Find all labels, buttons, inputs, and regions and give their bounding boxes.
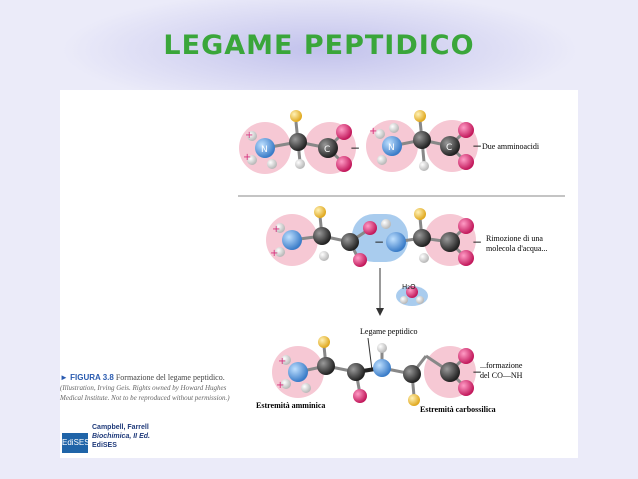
hydrogen-atom: [419, 161, 429, 171]
arrow-head-icon: [376, 308, 384, 316]
nitrogen-atom: [255, 138, 275, 158]
carbon-atom: [440, 232, 460, 252]
peptide-bond-pointer: [367, 337, 373, 371]
positive-charge: +: [278, 356, 286, 367]
hydrogen-atom: [267, 159, 277, 169]
oxygen-atom: [353, 253, 367, 267]
label-amino-end: Estremità amminica: [256, 401, 325, 410]
dipeptide: + + −: [272, 336, 482, 406]
hydrogen-atom: [301, 383, 311, 393]
carbon-atom: [413, 229, 431, 247]
hydrogen-atom: [381, 219, 391, 229]
hydrogen-atom: [416, 296, 424, 304]
oxygen-atom: [458, 154, 474, 170]
label-formation-line1: ...formazione: [480, 361, 523, 370]
hydrogen-atom: [375, 129, 385, 139]
amino-acid-1: N C + + −: [239, 110, 360, 174]
carbon-atom: [347, 363, 365, 381]
oxygen-atom: [458, 348, 474, 364]
nitrogen-symbol: N: [261, 145, 268, 155]
water-removal-step: + + − −: [266, 206, 482, 267]
water-molecule: H₂O: [396, 283, 428, 306]
carbon-atom: [341, 233, 359, 251]
water-label: H₂O: [402, 283, 416, 291]
label-peptide-bond: Legame peptidico: [360, 327, 418, 336]
label-removal-line1: Rimozione di una: [486, 234, 543, 243]
oxygen-atom: [458, 380, 474, 396]
hydrogen-atom: [295, 159, 305, 169]
nitrogen-symbol: N: [388, 143, 395, 153]
oxygen-atom: [458, 250, 474, 266]
oxygen-atom: [336, 124, 352, 140]
caption-credit: (Illustration, Irving Geis. Rights owned…: [60, 384, 230, 402]
label-formation-line2: del CO—NH: [480, 371, 523, 380]
oxygen-atom: [458, 218, 474, 234]
oxygen-atom: [458, 122, 474, 138]
negative-charge: −: [350, 141, 360, 155]
publisher-logo: EdiSES: [62, 433, 90, 453]
publisher-book: Biochimica, II Ed.: [92, 433, 150, 440]
hydrogen-atom: [281, 355, 291, 365]
label-carboxyl-end: Estremità carbossilica: [420, 405, 496, 414]
oxygen-atom: [406, 286, 418, 298]
oxygen-atom: [363, 221, 377, 235]
side-chain-atom: [414, 110, 426, 122]
hydrogen-atom: [275, 223, 285, 233]
figure-caption: ► FIGURA 3.8 Formazione del legame pepti…: [60, 373, 245, 403]
carbon-atom: [318, 138, 338, 158]
side-chain-atom: [318, 336, 330, 348]
nitrogen-atom: [288, 362, 308, 382]
carbon-atom: [440, 362, 460, 382]
figure-panel: N C + + − N C +: [60, 90, 578, 458]
positive-charge: +: [276, 380, 284, 391]
side-chain-atom: [290, 110, 302, 122]
positive-charge: +: [245, 130, 253, 141]
carbon-atom: [440, 136, 460, 156]
negative-charge: −: [374, 235, 384, 249]
hydrogen-atom: [377, 155, 387, 165]
carbon-atom: [313, 227, 331, 245]
negative-charge: −: [472, 139, 482, 153]
hydrogen-atom: [377, 343, 387, 353]
positive-charge: +: [243, 152, 251, 163]
amino-acid-2: N C + −: [366, 110, 482, 172]
figure-number: ► FIGURA 3.8: [60, 373, 114, 382]
side-chain-atom: [314, 206, 326, 218]
hydrogen-atom: [247, 131, 257, 141]
hydrogen-atom: [281, 379, 291, 389]
carbon-atom: [289, 133, 307, 151]
nitrogen-atom: [282, 230, 302, 250]
carbon-atom: [317, 357, 335, 375]
publisher-name: EdiSES: [92, 442, 117, 449]
carbon-symbol: C: [446, 143, 452, 153]
side-chain-atom: [408, 394, 420, 406]
publisher-authors: Campbell, Farrell: [92, 424, 149, 431]
label-removal-line2: molecola d'acqua...: [486, 244, 547, 253]
hydrogen-atom: [389, 123, 399, 133]
hydrogen-atom: [247, 155, 257, 165]
nitrogen-atom: [382, 136, 402, 156]
carbon-atom: [413, 131, 431, 149]
negative-charge: −: [472, 235, 482, 249]
negative-charge: −: [472, 365, 482, 379]
oxygen-atom: [353, 389, 367, 403]
oxygen-atom: [336, 156, 352, 172]
slide-title: LEGAME PEPTIDICO: [163, 30, 475, 61]
nitrogen-atom: [386, 232, 406, 252]
carbon-atom: [403, 365, 421, 383]
hydrogen-atom: [275, 247, 285, 257]
positive-charge: +: [272, 224, 280, 235]
positive-charge: +: [369, 126, 377, 137]
caption-text: Formazione del legame peptidico.: [115, 373, 225, 382]
publisher-block: EdiSES Campbell, Farrell Biochimica, II …: [62, 423, 162, 455]
positive-charge: +: [270, 248, 278, 259]
hydrogen-atom: [419, 253, 429, 263]
hydrogen-atom: [400, 296, 408, 304]
nitrogen-atom: [373, 359, 391, 377]
side-chain-atom: [414, 208, 426, 220]
peptide-bond-diagram: N C + + − N C +: [238, 110, 565, 414]
hydrogen-atom: [319, 251, 329, 261]
label-amino-acids: Due amminoacidi: [482, 142, 540, 151]
carbon-symbol: C: [324, 145, 330, 155]
